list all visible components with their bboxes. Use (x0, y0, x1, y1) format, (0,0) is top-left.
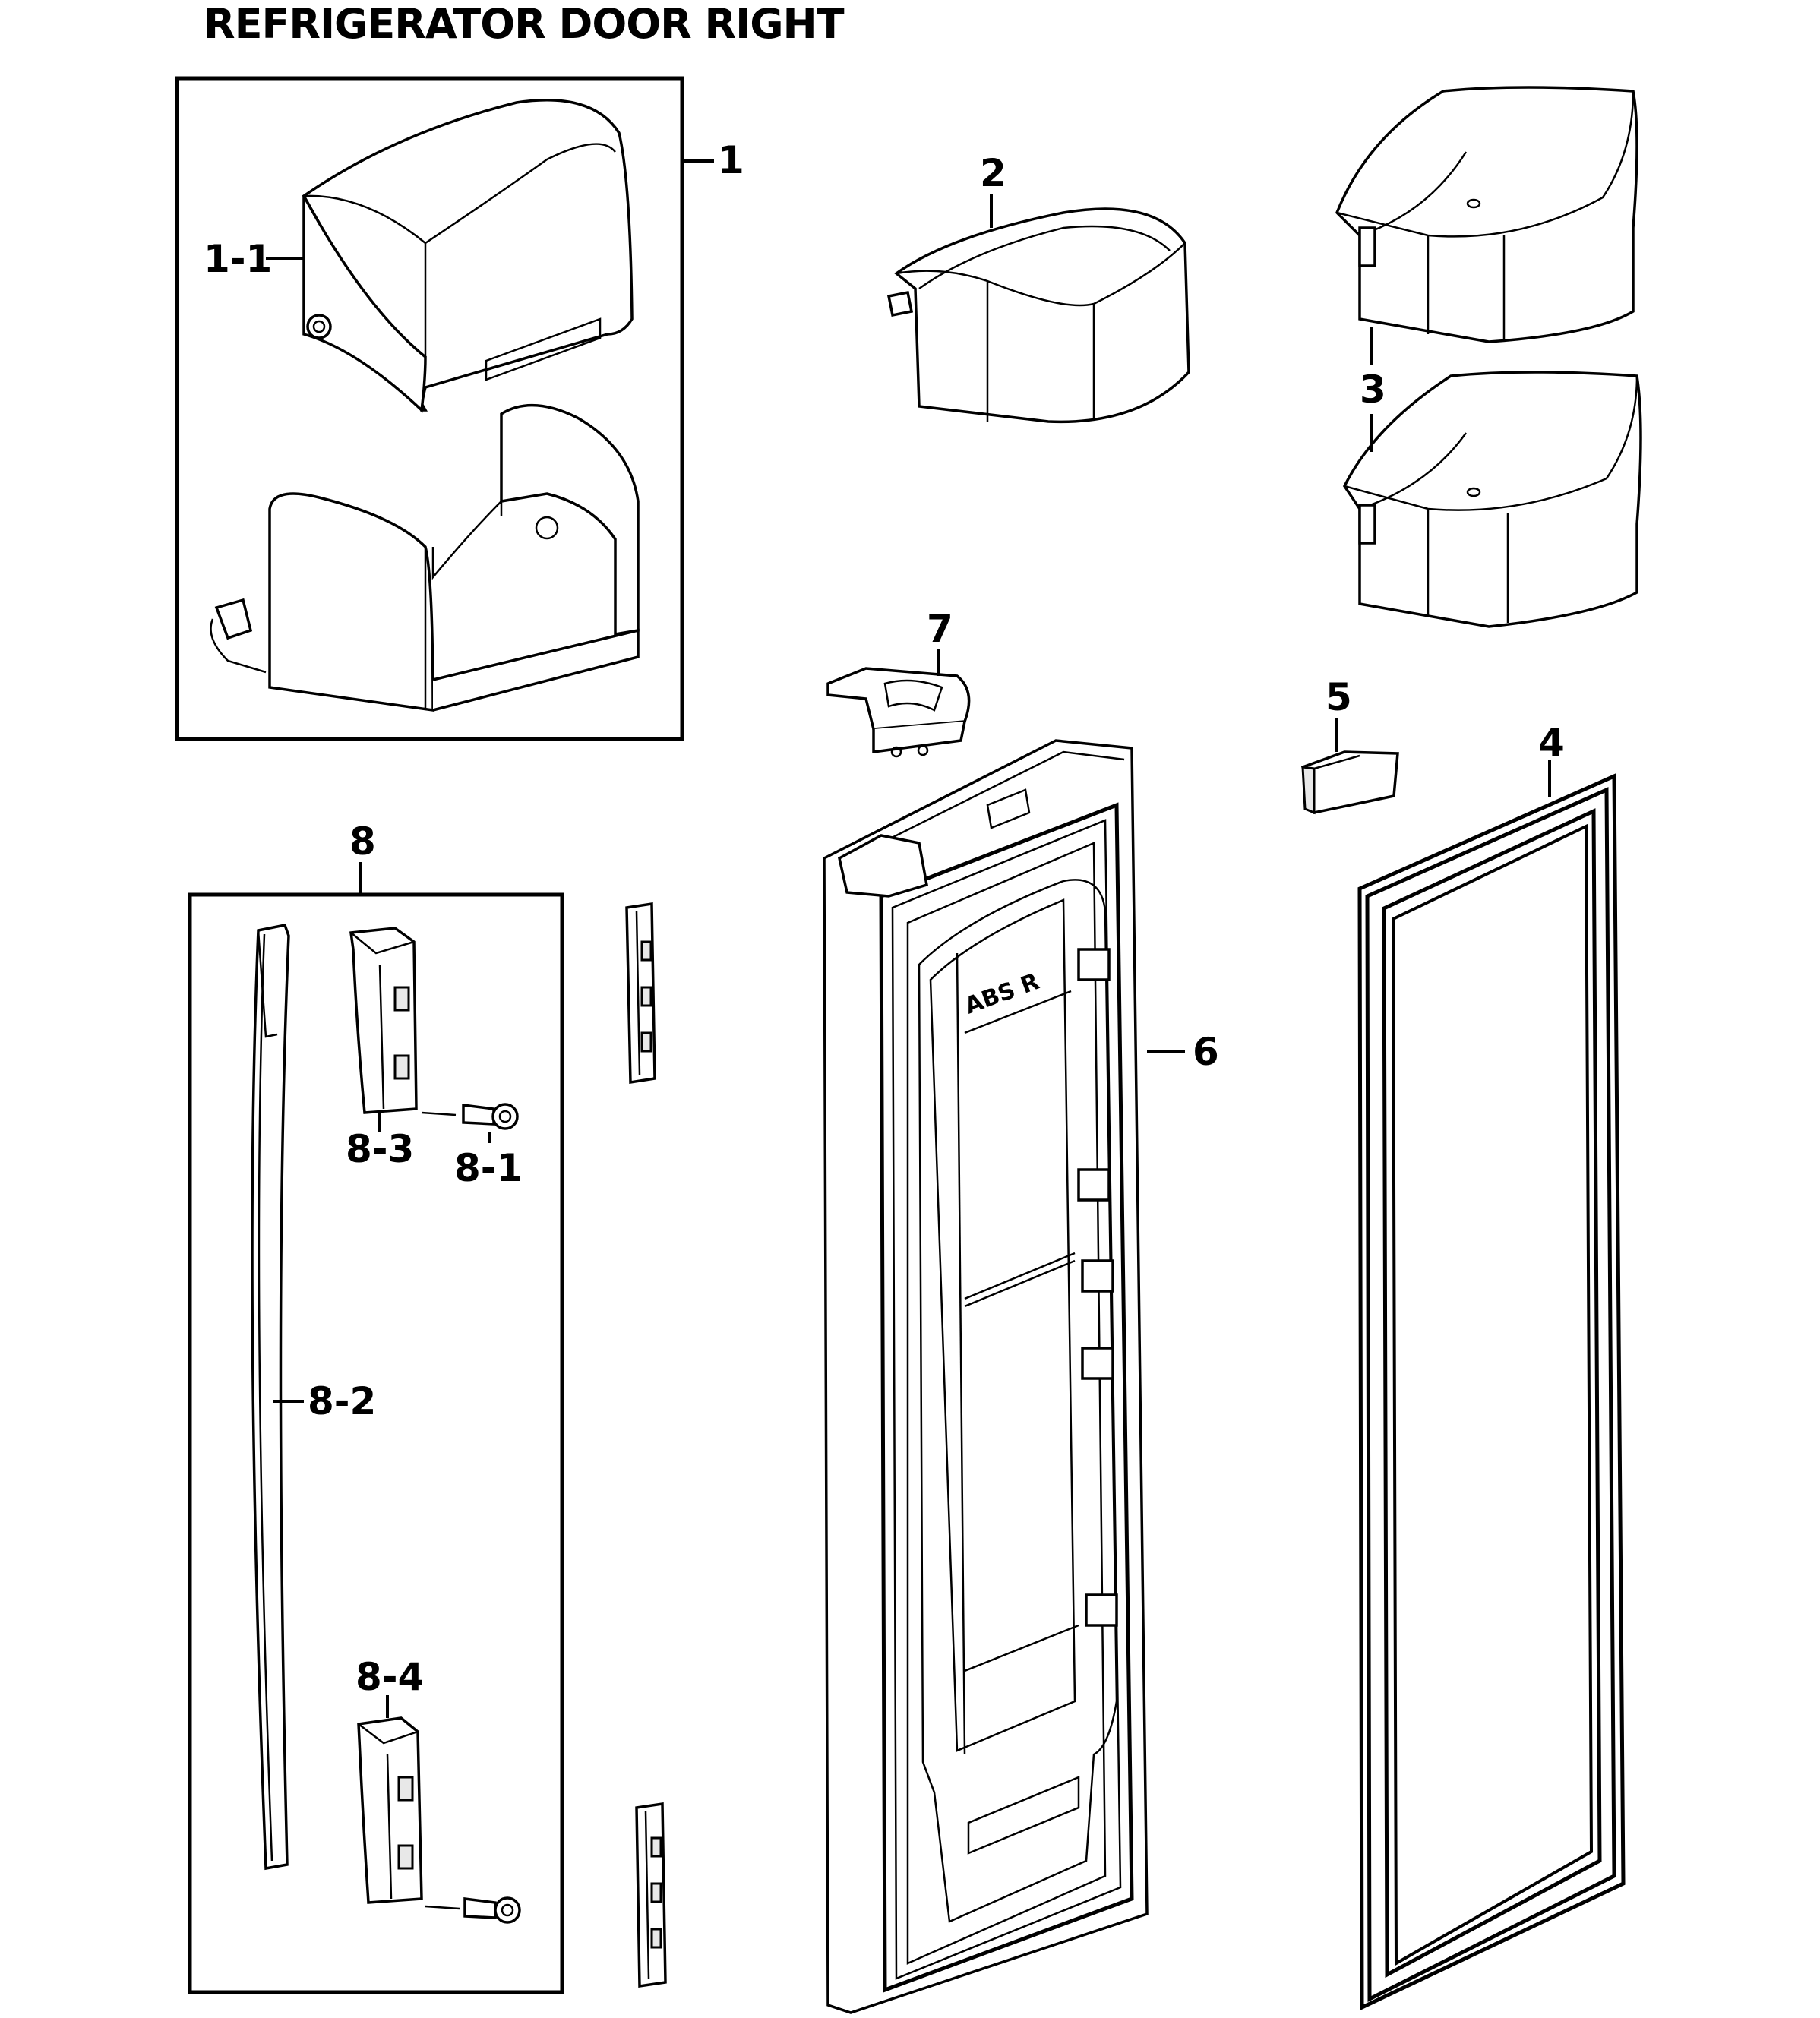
part-8-2-handle (251, 923, 290, 1871)
callout-8: 8 (349, 820, 376, 864)
callout-8-4: 8-4 (355, 1655, 424, 1699)
part-8-frame (188, 892, 564, 1994)
part-4-gasket (1357, 773, 1626, 2010)
callout-7: 7 (927, 607, 953, 651)
part-8-assembly (188, 892, 564, 1994)
callout-5: 5 (1326, 675, 1352, 719)
part-3-bin-lower (1342, 371, 1642, 628)
hinge-bracket-lower (635, 1802, 667, 1988)
callout-6: 6 (1193, 1030, 1219, 1074)
callout-1-1: 1-1 (204, 237, 272, 281)
callout-8-2: 8-2 (308, 1379, 376, 1423)
part-8-1-screw-lower (425, 1896, 521, 1924)
part-1-assembly (175, 76, 684, 741)
callout-8-3: 8-3 (346, 1127, 414, 1171)
hinge-bracket-upper (625, 902, 656, 1085)
part-3-bin-upper (1335, 86, 1638, 343)
part-6-door: ABS R (823, 739, 1149, 2014)
part-5-block (1300, 750, 1399, 815)
part-7-cap (826, 667, 971, 758)
diagram-title: REFRIGERATOR DOOR RIGHT (204, 0, 845, 48)
callout-2: 2 (980, 151, 1006, 195)
callout-3: 3 (1360, 368, 1386, 412)
callout-1: 1 (718, 138, 744, 182)
part-2-door-shelf (886, 207, 1190, 424)
part-1-bin (210, 403, 640, 712)
part-8-1-screw (421, 1103, 519, 1130)
part-1-1-cover (302, 99, 634, 413)
callout-4: 4 (1538, 721, 1565, 765)
part-1-frame (175, 76, 684, 741)
part-8-4-clip (357, 1716, 423, 1904)
callout-8-1: 8-1 (454, 1146, 523, 1190)
part-8-3-clip (349, 927, 418, 1114)
